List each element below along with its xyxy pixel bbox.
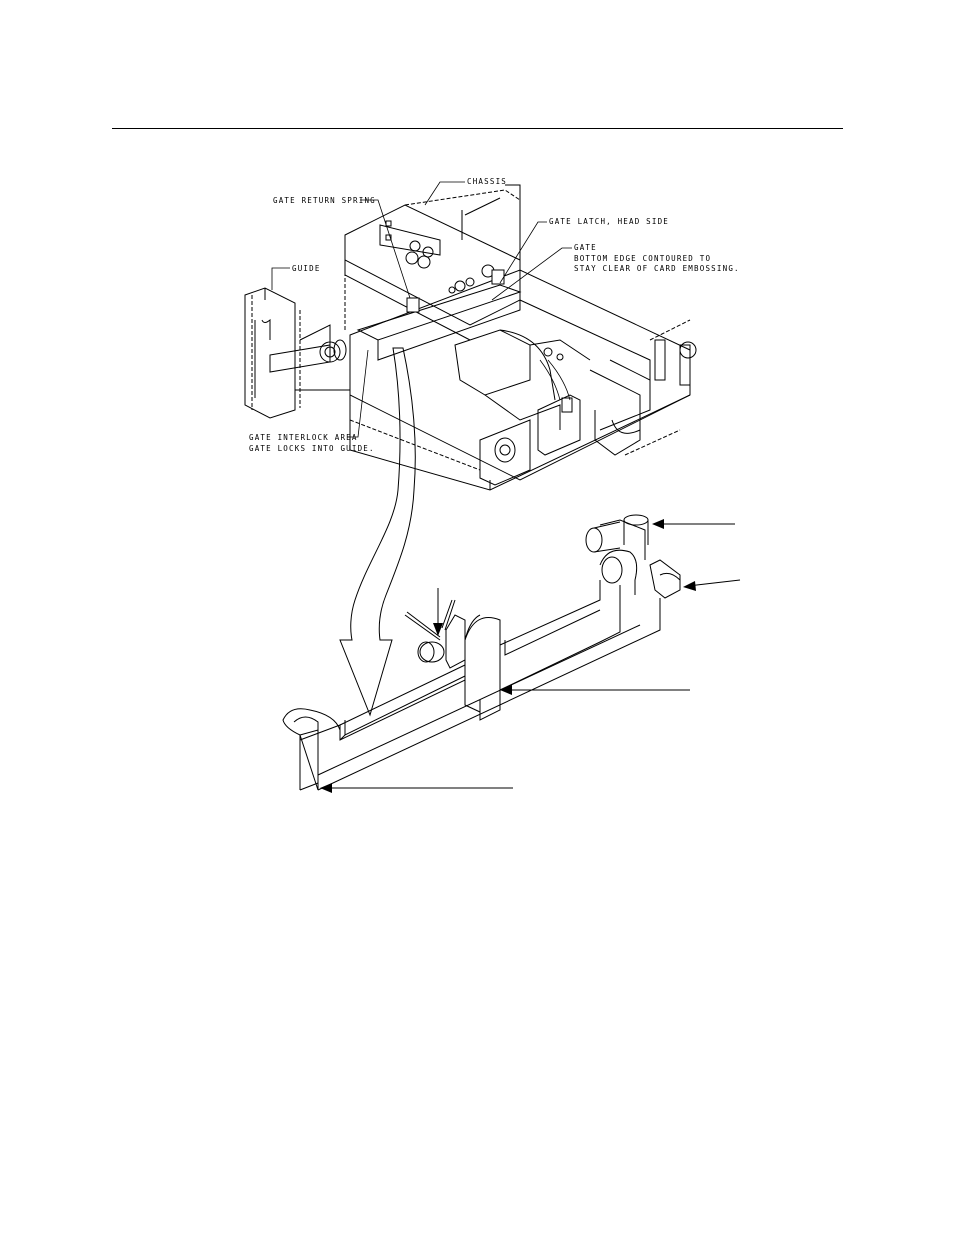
label-chassis: CHASSIS	[467, 177, 507, 186]
header-rule	[112, 128, 843, 129]
label-gate-return-spring: GATE RETURN SPRING	[273, 196, 376, 205]
explode-arrow	[339, 347, 416, 717]
gate-callout: GATE BOTTOM EDGE CONTOURED TO STAY CLEAR…	[491, 243, 740, 301]
label-gate-line2: STAY CLEAR OF CARD EMBOSSING.	[574, 264, 740, 273]
label-gate: GATE	[574, 243, 597, 252]
gate-interlock-callout: GATE INTERLOCK AREA GATE LOCKS INTO GUID…	[249, 349, 375, 453]
label-gate-latch: GATE LATCH, HEAD SIDE	[549, 217, 669, 226]
gate-detail-drawing	[282, 514, 681, 791]
chassis-assembly-drawing	[244, 184, 697, 491]
label-interlock-line1: GATE INTERLOCK AREA	[249, 433, 358, 442]
chassis-callout: CHASSIS	[424, 177, 507, 206]
gate-latch-callout: GATE LATCH, HEAD SIDE	[499, 217, 669, 284]
guide-callout: GUIDE	[271, 264, 321, 290]
label-interlock-line2: GATE LOCKS INTO GUIDE.	[249, 444, 375, 453]
gate-detail-callout-arrows	[320, 519, 741, 793]
label-gate-line1: BOTTOM EDGE CONTOURED TO	[574, 254, 711, 263]
label-guide: GUIDE	[292, 264, 321, 273]
gate-return-spring-callout: GATE RETURN SPRING	[273, 196, 411, 299]
